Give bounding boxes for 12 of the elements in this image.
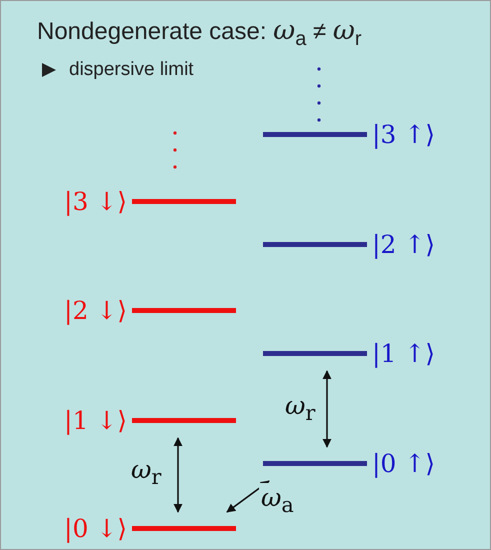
title: Nondegenerate case: ω$_{a}$ ≠ ω$_{r}$ [37,15,362,51]
state-label: |2 ↑⟩ [372,230,435,258]
state-label: |2 ↓⟩ [64,296,127,324]
state-label: |0 ↑⟩ [372,448,435,478]
state-label: |3 ↑⟩ [372,120,435,148]
note-text: dispersive limit [69,59,194,81]
state-label: |1 ↑⟩ [372,338,435,368]
double-arrow [174,437,182,513]
state-label: |1 ↓⟩ [64,406,127,434]
state-label: |3 ↓⟩ [64,186,127,216]
state-label: |0 ↓⟩ [64,514,127,542]
double-arrow [322,370,332,448]
